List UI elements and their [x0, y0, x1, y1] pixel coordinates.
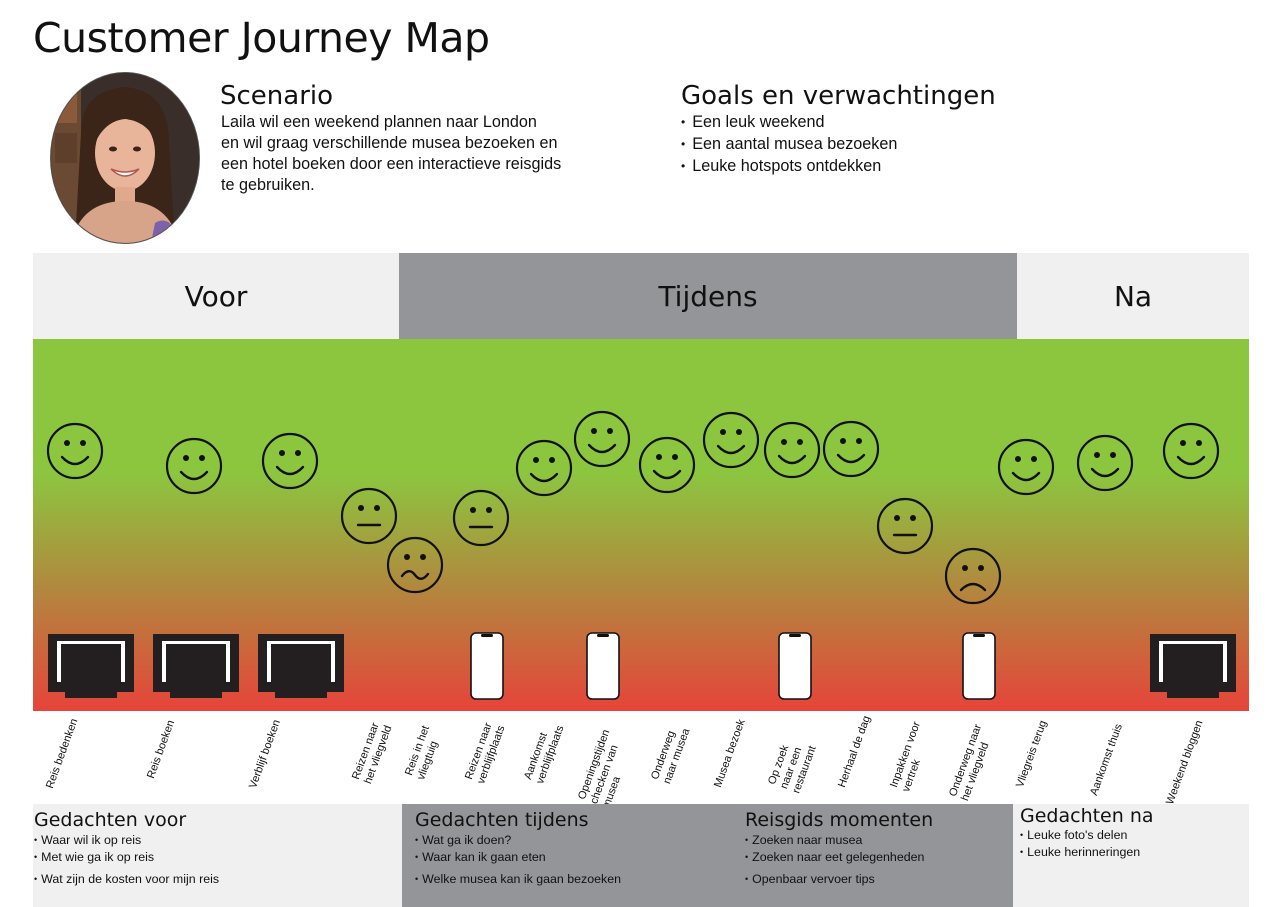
emotion-curve-area — [33, 339, 1249, 711]
step-label: Op zoek naar een restaurant — [766, 743, 819, 795]
thoughts-voor-panel: Gedachten voor Waar wil ik op reis Met w… — [33, 804, 402, 907]
thoughts-na-panel: Gedachten na Leuke foto's delen Leuke he… — [1013, 804, 1249, 907]
scenario-line: Laila wil een weekend plannen naar Londo… — [221, 113, 537, 131]
step-label: Verblijf boeken — [247, 718, 283, 791]
step-label: Onderweg naar het vliegveld — [947, 722, 992, 803]
step-label: Reizen naar verblijfplaats — [463, 721, 508, 786]
thought-item: Leuke herinneringen — [1020, 845, 1140, 862]
step-label: Reizen naar het vliegveld — [350, 721, 395, 786]
goal-item: Leuke hotspots ontdekken — [681, 156, 897, 178]
step-label: Reis boeken — [145, 718, 178, 781]
thought-item: Waar wil ik op reis — [34, 833, 219, 850]
thoughts-na-heading: Gedachten na — [1020, 805, 1154, 827]
goal-item: Een aantal musea bezoeken — [681, 134, 897, 156]
scenario-heading: Scenario — [220, 81, 334, 111]
step-label: Aankomst verblijfplaats — [522, 723, 567, 786]
thought-item: Welke musea kan ik gaan bezoeken — [415, 872, 621, 889]
phase-tijdens: Tijdens — [399, 253, 1017, 339]
thought-item: Zoeken naar eet gelegenheden — [745, 850, 924, 867]
person-photo-icon — [51, 73, 199, 243]
thoughts-tijdens-heading: Gedachten tijdens — [415, 809, 589, 831]
goals-list: Een leuk weekend Een aantal musea bezoek… — [681, 112, 897, 178]
reisgids-heading: Reisgids momenten — [745, 809, 934, 831]
step-label: Weekend bloggen — [1164, 718, 1206, 807]
phase-na: Na — [1017, 253, 1249, 339]
step-label: Aankomst thuis — [1088, 722, 1125, 798]
thought-item: Wat zijn de kosten voor mijn reis — [34, 872, 219, 889]
step-label: Onderweg naar musea — [649, 726, 693, 786]
thoughts-voor-list: Waar wil ik op reis Met wie ga ik op rei… — [34, 833, 219, 889]
thoughts-na-list: Leuke foto's delen Leuke herinneringen — [1020, 828, 1140, 861]
step-label: Herhaal de dag — [836, 714, 874, 790]
scenario-line: een hotel boeken door een interactieve r… — [221, 155, 562, 173]
step-label: Openingstijden checken van musea — [576, 728, 624, 810]
thought-item: Openbaar vervoer tips — [745, 872, 924, 889]
thought-item: Zoeken naar musea — [745, 833, 924, 850]
thoughts-tijdens-list: Wat ga ik doen? Waar kan ik gaan eten We… — [415, 833, 621, 889]
thoughts-tijdens-panel: Gedachten tijdens Wat ga ik doen? Waar k… — [402, 804, 1013, 907]
thought-item: Waar kan ik gaan eten — [415, 850, 621, 867]
thought-item: Leuke foto's delen — [1020, 828, 1140, 845]
step-label: Musea bezoek — [712, 717, 748, 790]
goals-heading: Goals en verwachtingen — [681, 81, 996, 111]
scenario-line: en wil graag verschillende musea bezoeke… — [221, 134, 558, 152]
scenario-line: te gebruiken. — [221, 176, 315, 194]
page-title: Customer Journey Map — [33, 14, 490, 62]
thoughts-voor-heading: Gedachten voor — [34, 809, 187, 831]
scenario-text: Laila wil een weekend plannen naar Londo… — [221, 112, 591, 196]
step-label: Vliegreis terug — [1014, 718, 1050, 790]
thought-item: Met wie ga ik op reis — [34, 850, 219, 867]
step-label: Reis bedenken — [44, 717, 81, 791]
phase-voor: Voor — [33, 253, 399, 339]
goal-item: Een leuk weekend — [681, 112, 897, 134]
thought-item: Wat ga ik doen? — [415, 833, 621, 850]
persona-avatar — [50, 72, 200, 244]
step-label: Reis in het vliegtuig — [403, 724, 441, 782]
reisgids-list: Zoeken naar musea Zoeken naar eet gelege… — [745, 833, 924, 889]
step-label: Inpakken voor vertrek — [888, 720, 923, 794]
